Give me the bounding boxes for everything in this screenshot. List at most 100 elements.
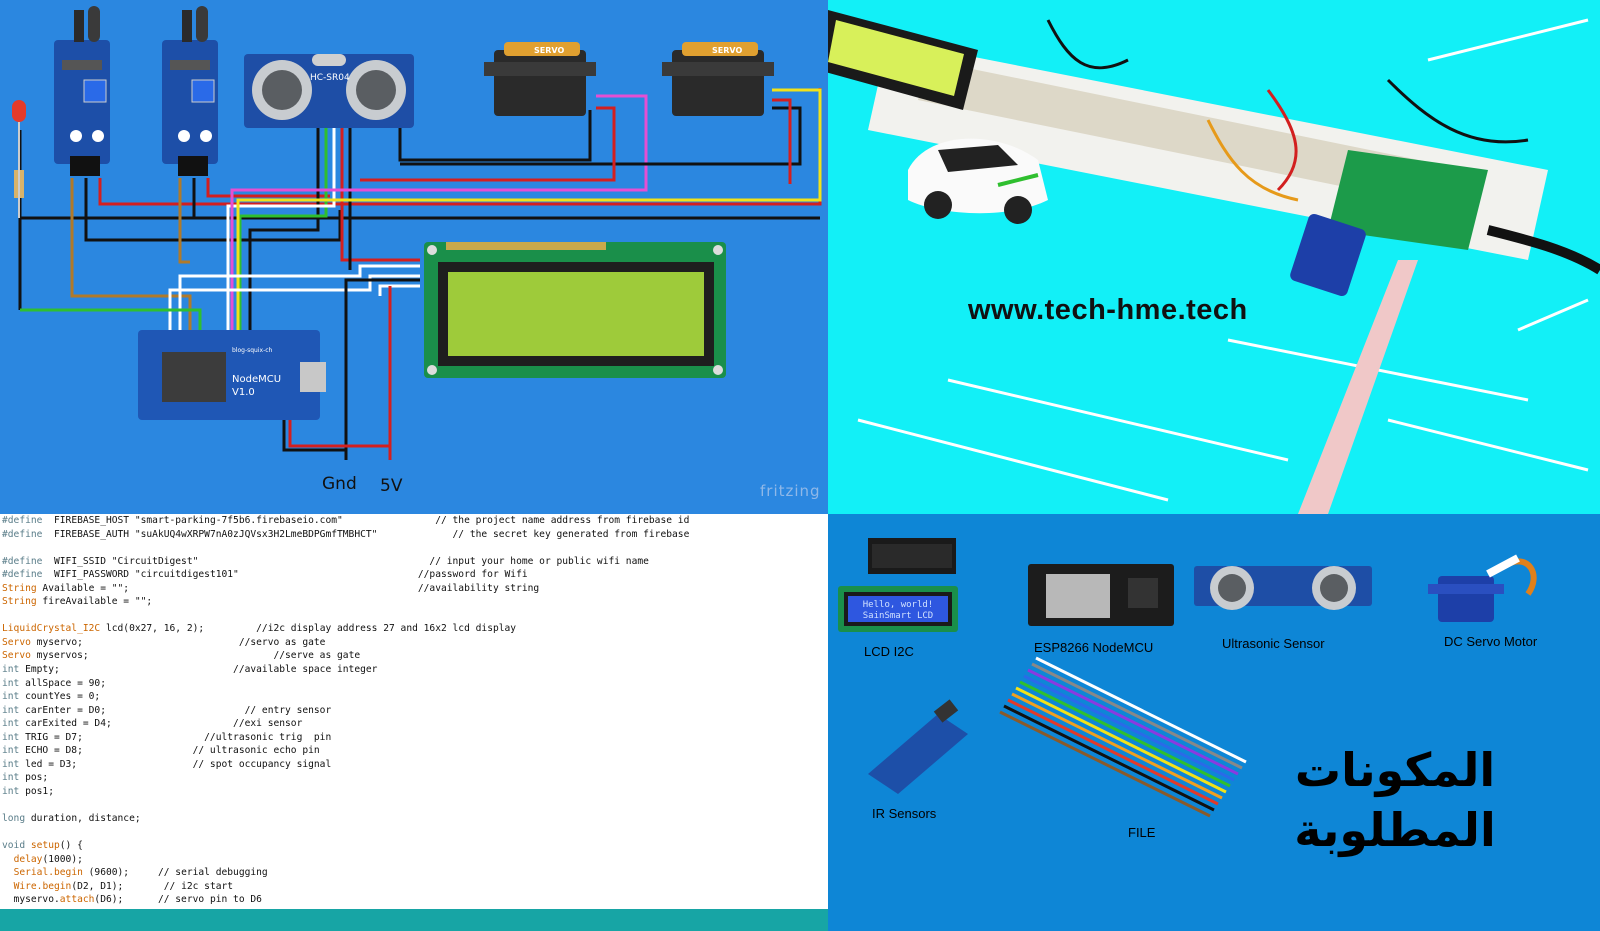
servo-image <box>1428 554 1537 622</box>
code-line: #define WIFI_SSID "CircuitDigest" // inp… <box>2 555 828 569</box>
servo-2-text: SERVO <box>712 46 742 55</box>
ultrasonic-image <box>1194 566 1372 610</box>
code-token: countYes = 0; <box>19 691 101 703</box>
code-token: WIFI_PASSWORD "circuitdigest101" //passw… <box>42 569 528 581</box>
code-token <box>2 867 14 878</box>
prototype-drawing <box>828 10 1600 514</box>
code-line: int pos1; <box>2 785 828 799</box>
code-line: long duration, distance; <box>2 812 828 826</box>
code-editor: #define FIREBASE_HOST "smart-parking-7f5… <box>0 514 828 931</box>
code-line: int carExited = D4; //exi sensor <box>2 717 828 731</box>
code-line: Servo myservo; //servo as gate <box>2 636 828 650</box>
lcd-screen-line-1: Hello, world! <box>863 600 933 610</box>
code-token: int <box>2 718 20 730</box>
servo-1: SERVO <box>484 42 596 116</box>
code-line: #define FIREBASE_AUTH "suAkUQ4wXRPW7nA0z… <box>2 528 828 542</box>
ultrasonic-model-text: HC-SR04 <box>310 73 350 83</box>
label-ir-sensors: IR Sensors <box>872 806 937 821</box>
ir-sensor-2 <box>162 6 218 176</box>
code-line <box>2 798 828 812</box>
code-token: (1000); <box>42 853 83 865</box>
code-token: (D2, D1); // i2c start <box>71 880 234 892</box>
code-token: Empty; //available space integer <box>19 664 378 676</box>
code-token: Wire.begin <box>13 880 72 892</box>
code-line: int carEnter = D0; // entry sensor <box>2 704 828 718</box>
code-token: Available = ""; //availability string <box>36 582 540 594</box>
ir-sensor-1 <box>54 6 110 176</box>
esp8266-image <box>1028 564 1174 626</box>
lcd-screen-line-2: SainSmart LCD <box>863 611 933 621</box>
code-token: Servo <box>2 650 31 662</box>
led-component <box>12 100 26 218</box>
code-token: int <box>2 758 20 770</box>
label-ultrasonic: Ultrasonic Sensor <box>1222 636 1325 651</box>
code-token: int <box>2 691 20 703</box>
code-token: String <box>2 582 37 594</box>
website-watermark: www.tech-hme.tech <box>968 294 1248 326</box>
code-line: int ECHO = D8; // ultrasonic echo pin <box>2 744 828 758</box>
schematic-drawing: HC-SR04 SERVO SERVO No <box>12 6 822 460</box>
code-token: #define <box>2 515 43 526</box>
code-token: String <box>2 596 37 608</box>
components-drawing: Hello, world! SainSmart LCD <box>838 538 1537 818</box>
label-jumper-wires: FILE <box>1128 825 1156 840</box>
code-line: void setup() { <box>2 839 828 853</box>
servo-2: SERVO <box>662 42 774 116</box>
lcd-display <box>424 242 726 378</box>
ultrasonic-sensor: HC-SR04 <box>244 54 414 128</box>
code-token: led = D3; // spot occupancy signal <box>19 758 332 770</box>
code-token: FIREBASE_AUTH "suAkUQ4wXRPW7nA0zJQVsx3H2… <box>42 528 690 540</box>
code-line <box>2 609 828 623</box>
nodemcu-brand: blog-squix-ch <box>232 347 273 354</box>
editor-footer-bar <box>0 909 828 931</box>
gnd-label: Gnd <box>322 474 357 494</box>
servo-1-text: SERVO <box>534 46 564 55</box>
photo-lcd <box>828 10 978 110</box>
code-token: FIREBASE_HOST "smart-parking-7f5b6.fireb… <box>42 515 690 526</box>
code-token: long <box>2 813 26 825</box>
code-token: myservo; //servo as gate <box>30 636 326 648</box>
5v-label: 5V <box>380 476 403 496</box>
code-line <box>2 826 828 840</box>
code-token: fireAvailable = ""; <box>36 596 153 608</box>
code-token: (D6); // servo pin to D6 <box>94 894 262 906</box>
code-token: myservos; //serve as gate <box>30 650 361 662</box>
code-line: int led = D3; // spot occupancy signal <box>2 758 828 772</box>
code-token: int <box>2 704 20 716</box>
code-token: TRIG = D7; //ultrasonic trig pin <box>19 731 332 743</box>
nodemcu-label: NodeMCU <box>232 374 281 385</box>
code-token: carEnter = D0; // entry sensor <box>19 704 332 716</box>
code-token: int <box>2 677 20 689</box>
label-esp8266: ESP8266 NodeMCU <box>1034 640 1154 655</box>
code-line: myservo.attach(D6); // servo pin to D6 <box>2 893 828 907</box>
code-line: int countYes = 0; <box>2 690 828 704</box>
code-token: int <box>2 772 20 784</box>
code-token: allSpace = 90; <box>19 677 106 689</box>
code-line: int Empty; //available space integer <box>2 663 828 677</box>
code-line: delay(1000); <box>2 853 828 867</box>
code-token: void <box>2 840 26 852</box>
code-line: int pos; <box>2 771 828 785</box>
code-token: delay <box>13 853 43 865</box>
code-line: #define WIFI_PASSWORD "circuitdigest101"… <box>2 568 828 582</box>
code-token: ECHO = D8; // ultrasonic echo pin <box>19 745 320 757</box>
code-token <box>2 854 14 865</box>
code-line: String Available = ""; //availability st… <box>2 582 828 596</box>
code-line <box>2 541 828 555</box>
code-token: lcd(0x27, 16, 2); //i2c display address … <box>100 623 517 635</box>
code-token: Servo <box>2 636 31 648</box>
code-token: duration, distance; <box>25 813 141 825</box>
code-token <box>2 881 14 892</box>
components-panel: Hello, world! SainSmart LCD <box>828 514 1600 931</box>
code-token: #define <box>2 569 43 581</box>
components-title: المكونات المطلوبة <box>1294 743 1496 857</box>
code-line: int allSpace = 90; <box>2 677 828 691</box>
code-token: #define <box>2 555 43 567</box>
code-token: int <box>2 664 20 676</box>
code-token: #define <box>2 528 43 540</box>
lcd-i2c-image: Hello, world! SainSmart LCD <box>838 538 958 632</box>
jumper-wires-image <box>999 656 1247 818</box>
code-token: setup <box>25 840 60 852</box>
code-line: Wire.begin(D2, D1); // i2c start <box>2 880 828 894</box>
code-token: (9600); // serial debugging <box>82 867 268 879</box>
